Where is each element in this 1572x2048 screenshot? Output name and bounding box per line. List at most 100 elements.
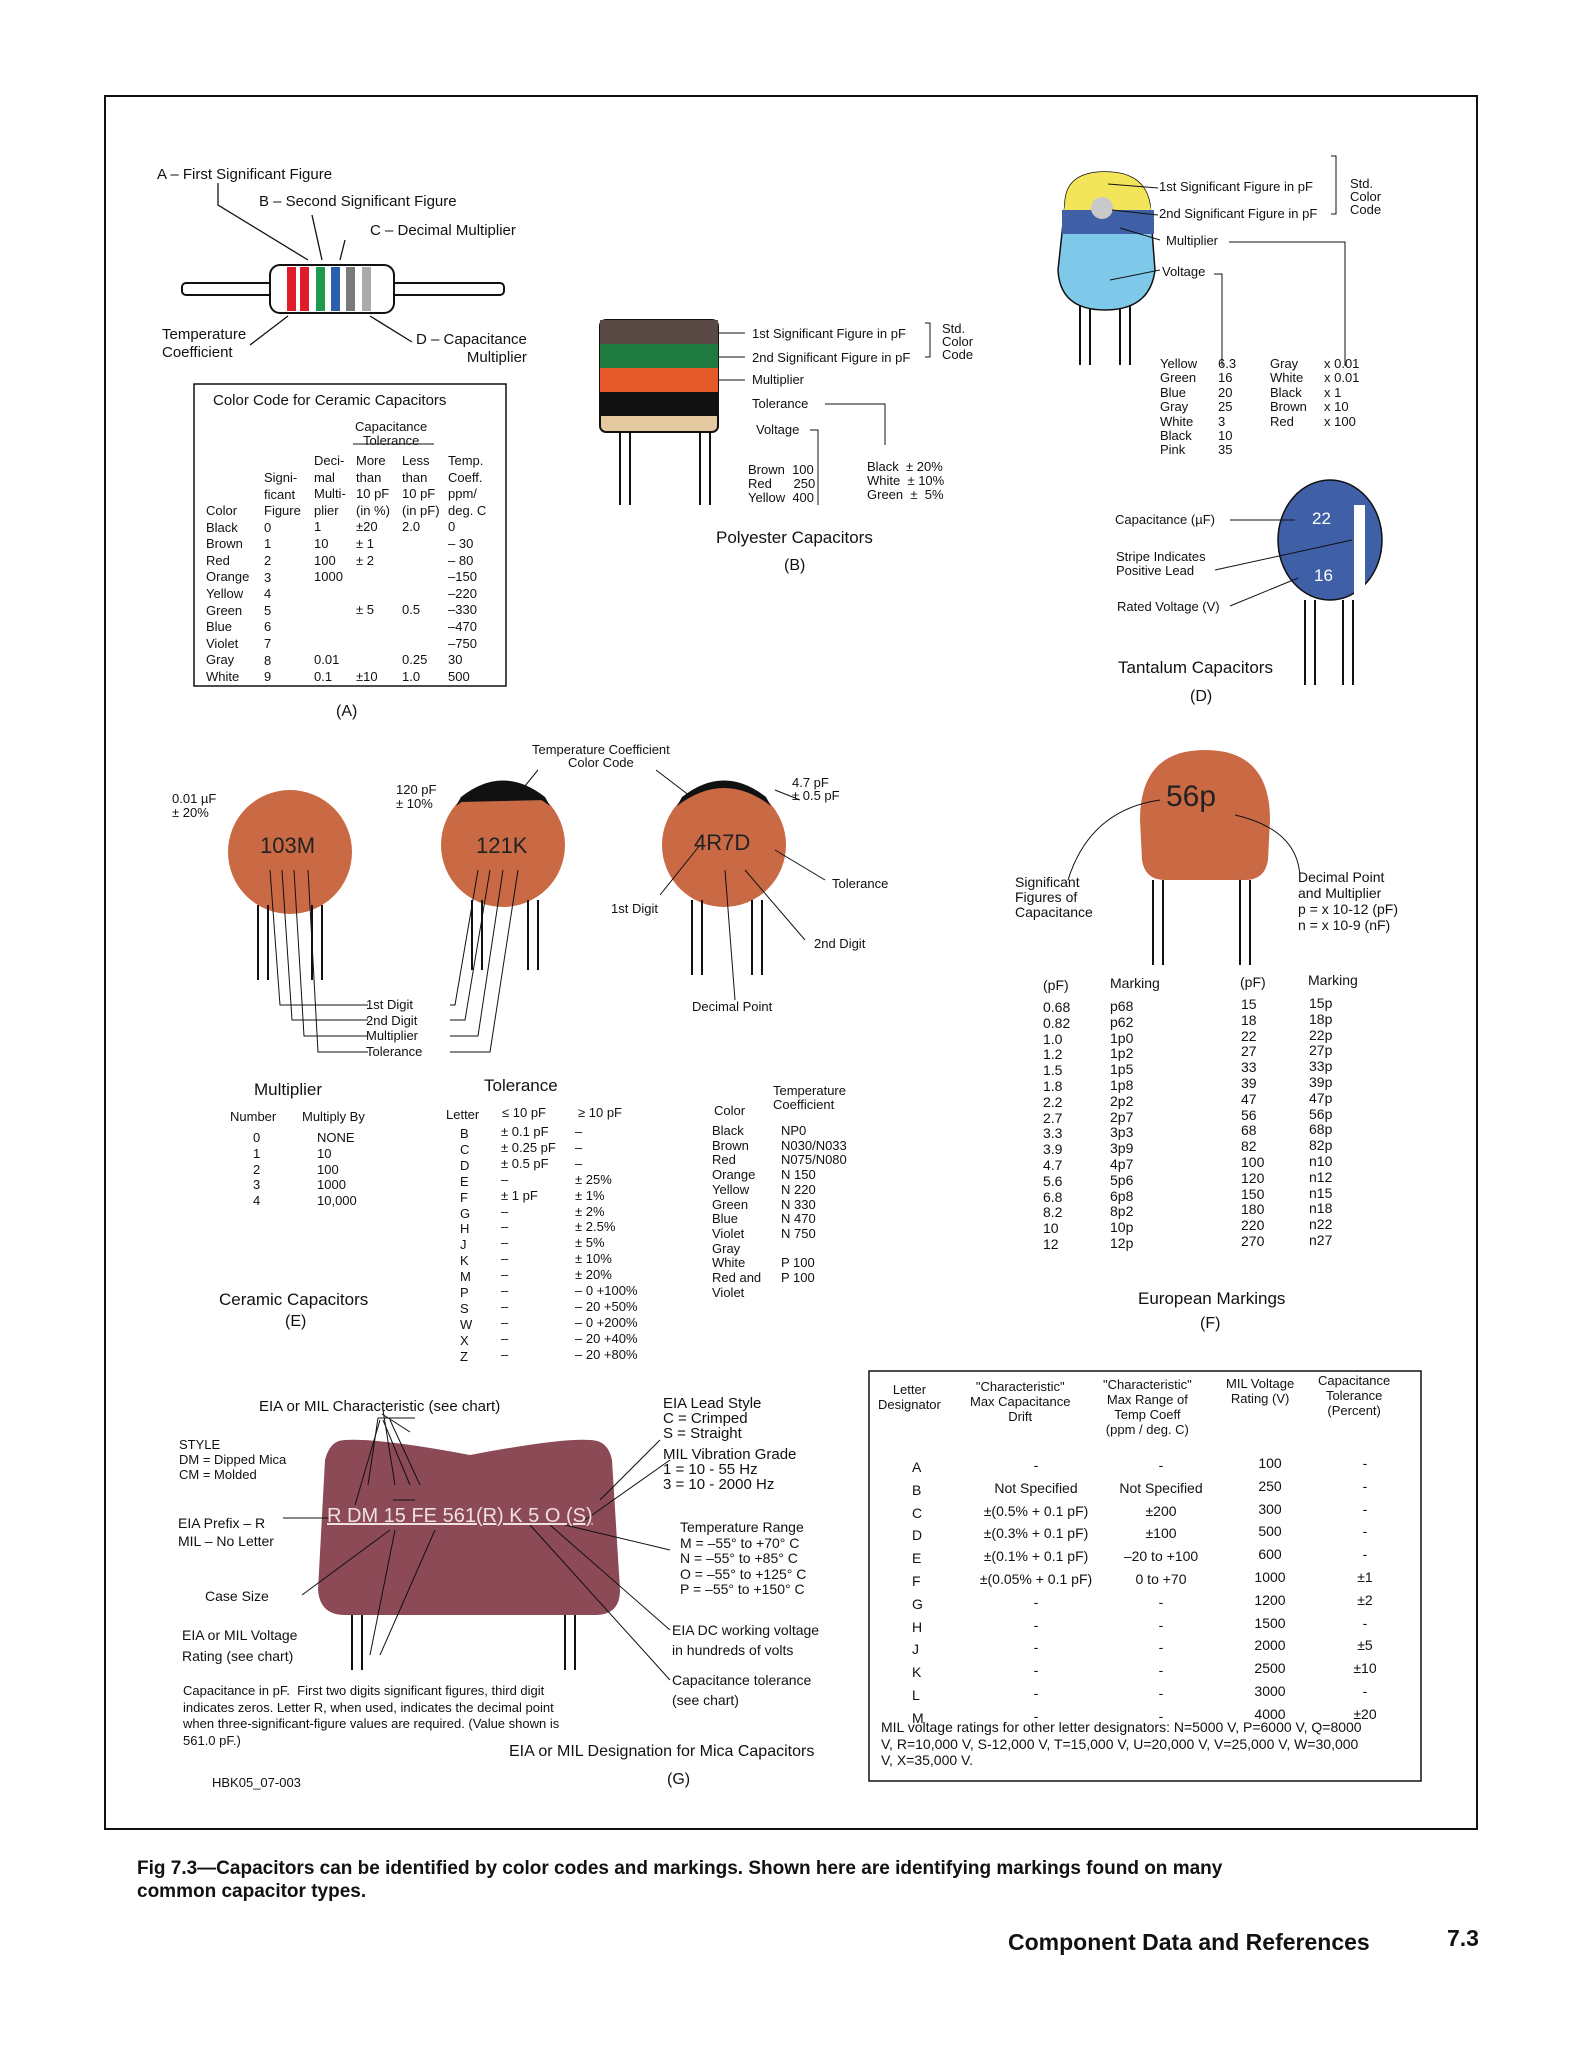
e-digit-labels: 1st Digit 2nd Digit Multiplier Tolerance — [366, 997, 423, 1059]
axial-capacitor-drawing — [181, 183, 505, 346]
label-decimal-multiplier: C – Decimal Multiplier — [370, 222, 516, 239]
caption-g: (G) — [667, 1771, 691, 1788]
f-head-pf-right: (pF) — [1240, 974, 1266, 990]
mil-drift: - Not Specified ±(0.5% + 0.1 pF) ±(0.3% … — [979, 1457, 1093, 1724]
mil-head-voltage: MIL Voltage Rating (V) — [1226, 1376, 1295, 1406]
ceramic-col-multiplier: Deci- mal Multi- plier 1 10 100 1000 0.0… — [314, 453, 346, 684]
dipped-capacitor-drawing — [1057, 155, 1346, 366]
mil-head-letter: Letter Designator — [878, 1382, 941, 1412]
footer-section: Component Data and References — [1008, 1929, 1370, 1955]
label-cap-multiplier: D – Capacitance Multiplier — [416, 331, 527, 366]
c-label-fig1: 1st Significant Figure in pF — [1159, 179, 1313, 194]
tc-values: NP0 N030/N033 N075/N080 N 150 N 220 N 33… — [781, 1123, 847, 1286]
f-label-sig: Significant Figures of Capacitance — [1015, 874, 1093, 920]
b-label-tol: Tolerance — [752, 396, 809, 411]
c-std-code: Std. Color Code — [1350, 176, 1382, 217]
b-std-code: Std. Color Code — [942, 321, 974, 362]
b-label-fig1: 1st Significant Figure in pF — [752, 326, 906, 341]
ceramic-col-more: More than 10 pF (in %) ±20 ± 1 ± 2 ± 5 ±… — [356, 453, 390, 684]
tantalum-capacitor-drawing — [1214, 479, 1383, 685]
c-mult-values: x 0.01 x 0.01 x 1 x 10 x 100 — [1324, 356, 1360, 429]
mil-tempco: - Not Specified ±200 ±100 –20 to +100 0 … — [1119, 1457, 1203, 1724]
f-pf-left: 0.68 0.82 1.0 1.2 1.5 1.8 2.2 2.7 3.3 3.… — [1043, 999, 1071, 1252]
ceramic-table-subtitle: Capacitance Tolerance — [355, 419, 428, 448]
caption-e: (E) — [285, 1313, 307, 1330]
tol-head-letter: Letter — [446, 1107, 480, 1122]
tc-head-temp: Temperature Coefficient — [773, 1083, 846, 1112]
mil-head-tolerance: Capacitance Tolerance (Percent) — [1318, 1373, 1391, 1418]
figure-frame — [104, 95, 1478, 1830]
ceramic-mark-1: 103M — [260, 833, 316, 858]
c-label-mult: Multiplier — [1166, 233, 1219, 248]
label-second-figure: B – Second Significant Figure — [259, 193, 457, 210]
e-second-digit: 2nd Digit — [814, 936, 866, 951]
multiplier-title: Multiplier — [254, 1080, 323, 1099]
caption-f: (F) — [1200, 1315, 1221, 1332]
g-temp-range: Temperature Range M = –55° to +70° C N =… — [680, 1519, 807, 1597]
g-eia-characteristic: EIA or MIL Characteristic (see chart) — [259, 1398, 501, 1415]
g-volt-rating: EIA or MIL Voltage Rating (see chart) — [182, 1627, 298, 1664]
d-label-volt: Rated Voltage (V) — [1117, 599, 1220, 614]
f-mark-right: 15p 18p 22p 27p 33p 39p 47p 56p 68p 82p … — [1309, 995, 1333, 1248]
g-lead-style: EIA Lead Style C = Crimped S = Straight — [663, 1395, 762, 1442]
tol-head-ge10: ≥ 10 pF — [578, 1105, 622, 1120]
f-mark-left: p68 p62 1p0 1p2 1p5 1p8 2p2 2p7 3p3 3p9 … — [1110, 998, 1134, 1251]
ceramic-color-table-border — [193, 383, 507, 687]
b-tol-table: Black ± 20% White ± 10% Green ± 5% — [867, 459, 945, 502]
e-value-2: 120 pF ± 10% — [396, 782, 437, 811]
c-label-fig2: 2nd Significant Figure in pF — [1159, 206, 1318, 221]
mil-tolerance: - - - - - ±1 ±2 - ±5 ±10 - ±20 — [1353, 1455, 1377, 1722]
g-dc-volt: EIA DC working voltage in hundreds of vo… — [672, 1622, 820, 1658]
e-decimal-point: Decimal Point — [692, 999, 773, 1014]
ceramic-title: Ceramic Capacitors — [219, 1290, 369, 1309]
e-value-1: 0.01 µF ± 20% — [172, 791, 217, 820]
f-head-pf-left: (pF) — [1043, 977, 1069, 993]
tol-head-le10: ≤ 10 pF — [502, 1105, 546, 1120]
ceramic-col-figure: Signi- ficant Figure 0 1 2 3 4 5 6 7 8 9 — [264, 470, 301, 685]
figure-caption: Fig 7.3—Capacitors can be identified by … — [137, 1858, 1223, 1902]
mica-marking: R DM 15 FE 561(R) K 5 O (S) — [327, 1505, 593, 1527]
tol-ge10-values: – – – ± 25% ± 1% ± 2% ± 2.5% ± 5% ± 10% … — [575, 1124, 638, 1362]
mil-voltage: 100 250 300 500 600 1000 1200 1500 2000 … — [1254, 1455, 1286, 1722]
tol-le10-values: ± 0.1 pF ± 0.25 pF ± 0.5 pF – ± 1 pF – –… — [501, 1124, 556, 1362]
b-label-mult: Multiplier — [752, 372, 805, 387]
mil-head-tempco: "Characteristic" Max Range of Temp Coeff… — [1103, 1377, 1192, 1437]
mult-numbers: 0 1 2 3 4 — [253, 1130, 261, 1209]
mult-values: NONE 10 100 1000 10,000 — [317, 1130, 357, 1209]
label-temp-coeff: Temperature Coefficient — [162, 326, 247, 361]
tantalum-mark-cap: 22 — [1312, 509, 1331, 528]
b-volt-table: Brown 100 Red 250 Yellow 400 — [748, 462, 816, 505]
g-case-size: Case Size — [205, 1588, 269, 1604]
g-prefix: EIA Prefix – R MIL – No Letter — [178, 1515, 274, 1549]
mica-title: EIA or MIL Designation for Mica Capacito… — [509, 1743, 815, 1760]
f-head-marking-right: Marking — [1308, 972, 1358, 988]
f-head-marking-left: Marking — [1110, 975, 1160, 991]
ceramic-col-less: Less than 10 pF (in pF) 2.0 0.5 0.25 1.0 — [402, 453, 440, 684]
tantalum-mark-volt: 16 — [1314, 566, 1333, 585]
tolerance-title: Tolerance — [484, 1076, 558, 1095]
c-volt-colors: Yellow Green Blue Gray White Black Pink — [1160, 356, 1198, 458]
tc-colors: Black Brown Red Orange Yellow Green Blue… — [712, 1123, 762, 1300]
tantalum-title: Tantalum Capacitors — [1118, 658, 1273, 677]
g-style: STYLE DM = Dipped Mica CM = Molded — [179, 1437, 287, 1482]
european-mark: 56p — [1166, 780, 1217, 813]
ceramic-mark-2: 121K — [476, 833, 528, 858]
mult-head-by: Multiply By — [302, 1109, 365, 1124]
d-label-cap: Capacitance (µF) — [1115, 512, 1215, 527]
e-temp-coeff-label: Temperature Coefficient Color Code — [532, 742, 670, 770]
d-label-stripe: Stripe Indicates Positive Lead — [1116, 549, 1206, 578]
caption-b: (B) — [784, 557, 806, 574]
ceramic-col-color: Color Black Brown Red Orange Yellow Gree… — [206, 503, 250, 684]
tc-head-color: Color — [714, 1103, 746, 1118]
caption-a: (A) — [336, 703, 358, 720]
b-label-fig2: 2nd Significant Figure in pF — [752, 350, 911, 365]
c-label-volt: Voltage — [1162, 264, 1206, 279]
european-title: European Markings — [1138, 1289, 1286, 1308]
mil-letters: A B C D E F G H J K L M — [912, 1459, 924, 1726]
g-cap-tol: Capacitance tolerance (see chart) — [672, 1672, 812, 1708]
c-volt-values: 6.3 16 20 25 3 10 35 — [1218, 356, 1237, 458]
g-vib-grade: MIL Vibration Grade 1 = 10 - 55 Hz 3 = 1… — [663, 1446, 797, 1493]
ceramic-mark-3: 4R7D — [694, 830, 751, 855]
polyester-capacitor-drawing — [599, 319, 931, 505]
footer-page: 7.3 — [1447, 1925, 1479, 1951]
